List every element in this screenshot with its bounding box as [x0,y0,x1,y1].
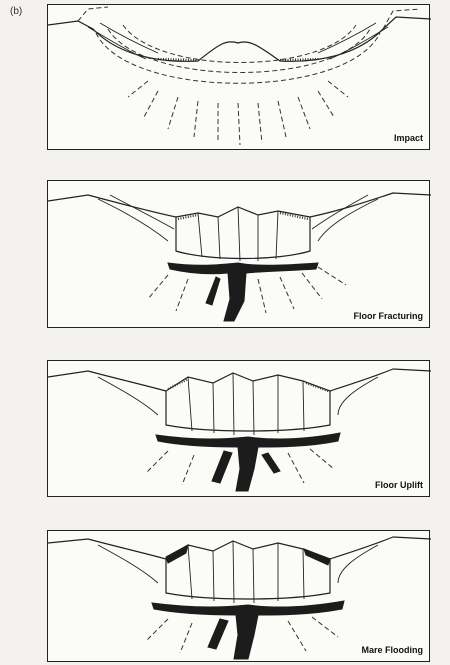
mare-fill [166,545,188,563]
caption-impact: Impact [394,133,423,143]
panel-mare-flooding: Mare Flooding [47,530,430,662]
fracture-lines [128,81,348,145]
caption-floor-fracturing: Floor Fracturing [354,311,424,321]
floor-uplift-diagram [48,361,431,498]
magma-sill [156,433,340,491]
panel-floor-uplift: Floor Uplift [47,360,430,497]
figure-label: (b) [10,6,22,17]
mare-flooding-diagram [48,531,431,663]
impact-diagram [48,5,431,151]
floor-fracturing-diagram [48,181,431,329]
panel-impact: Impact [47,4,430,150]
panel-floor-fracturing: Floor Fracturing [47,180,430,328]
caption-mare-flooding: Mare Flooding [362,645,424,655]
magma-feeder [152,601,344,659]
magma-intrusion [168,263,318,321]
caption-floor-uplift: Floor Uplift [375,480,423,490]
